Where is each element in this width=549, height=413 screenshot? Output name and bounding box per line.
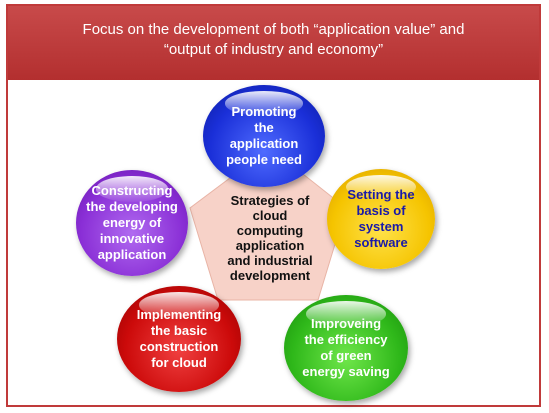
node-green-energy: Improveing the efficiency of green energ… <box>284 295 408 401</box>
center-strategy-text: Strategies of cloud computing applicatio… <box>227 193 313 283</box>
node-cloud-construction: Implementing the basic construction for … <box>117 286 241 392</box>
header-banner: Focus on the development of both “applic… <box>8 6 539 80</box>
node-system-software: Setting the basis of system software <box>327 169 435 269</box>
header-line-2: “output of industry and economy” <box>163 41 384 58</box>
node-promoting-application: Promoting the application people need <box>203 85 325 187</box>
header-line-1: Focus on the development of both “applic… <box>82 21 465 38</box>
node-innovative-application: Constructing the developing energy of in… <box>76 170 188 276</box>
